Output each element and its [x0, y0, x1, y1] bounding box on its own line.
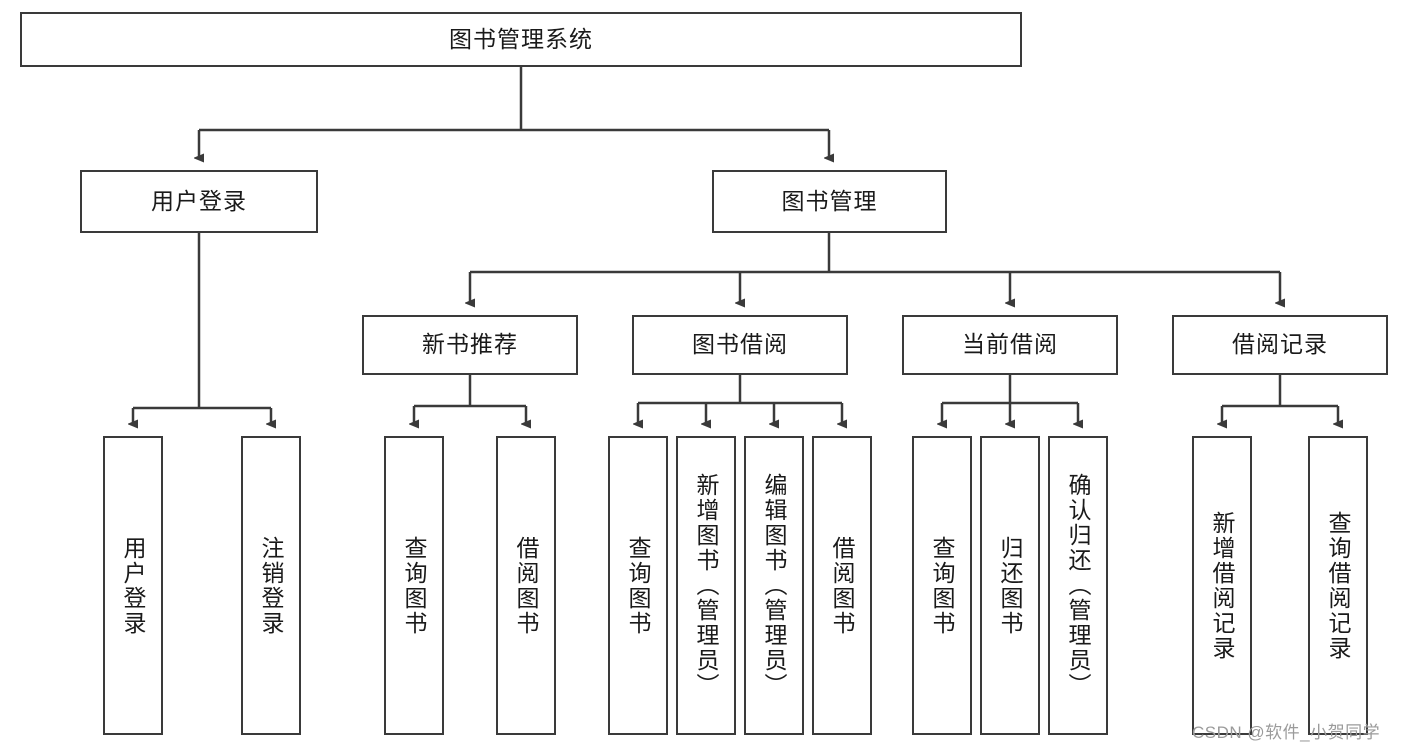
- node-label: 归还图书: [997, 535, 1023, 636]
- node-current-borrow[interactable]: 当前借阅: [902, 315, 1118, 375]
- leaf-book-borrow-edit-admin[interactable]: 编辑图书（管理员）: [744, 436, 804, 735]
- leaf-borrow-record-add[interactable]: 新增借阅记录: [1192, 436, 1252, 735]
- leaf-user-login-logout[interactable]: 注销登录: [241, 436, 301, 735]
- leaf-current-borrow-query[interactable]: 查询图书: [912, 436, 972, 735]
- node-label: 用户登录: [120, 535, 146, 636]
- node-new-book-recommend[interactable]: 新书推荐: [362, 315, 578, 375]
- leaf-user-login-login[interactable]: 用户登录: [103, 436, 163, 735]
- node-label: 注销登录: [258, 535, 284, 636]
- node-label: 查询借阅记录: [1325, 510, 1351, 661]
- node-root-book-management-system[interactable]: 图书管理系统: [20, 12, 1022, 67]
- node-label: 借阅记录: [1232, 331, 1328, 358]
- leaf-current-borrow-return[interactable]: 归还图书: [980, 436, 1040, 735]
- node-label: 新书推荐: [422, 331, 518, 358]
- node-label: 借阅图书: [829, 535, 855, 636]
- node-label: 图书借阅: [692, 331, 788, 358]
- leaf-borrow-record-query[interactable]: 查询借阅记录: [1308, 436, 1368, 735]
- node-user-login[interactable]: 用户登录: [80, 170, 318, 233]
- node-book-management[interactable]: 图书管理: [712, 170, 947, 233]
- leaf-book-borrow-query[interactable]: 查询图书: [608, 436, 668, 735]
- watermark-csdn: CSDN @软件_小贺同学: [1192, 723, 1381, 742]
- node-label: 图书管理系统: [449, 25, 593, 52]
- leaf-book-borrow-borrow[interactable]: 借阅图书: [812, 436, 872, 735]
- node-label: 查询图书: [929, 535, 955, 636]
- node-label: 确认归还（管理员）: [1065, 473, 1091, 698]
- node-label: 查询图书: [625, 535, 651, 636]
- node-label: 图书管理: [781, 187, 878, 214]
- leaf-current-borrow-confirm-return-admin[interactable]: 确认归还（管理员）: [1048, 436, 1108, 735]
- node-label: 查询图书: [401, 535, 427, 636]
- node-label: 新增图书（管理员）: [693, 473, 719, 698]
- leaf-book-borrow-add-admin[interactable]: 新增图书（管理员）: [676, 436, 736, 735]
- node-label: 新增借阅记录: [1209, 510, 1235, 661]
- leaf-new-book-query[interactable]: 查询图书: [384, 436, 444, 735]
- node-label: 用户登录: [151, 187, 247, 214]
- node-label: 借阅图书: [513, 535, 539, 636]
- leaf-new-book-borrow[interactable]: 借阅图书: [496, 436, 556, 735]
- node-borrow-record[interactable]: 借阅记录: [1172, 315, 1388, 375]
- node-label: 当前借阅: [962, 331, 1058, 358]
- node-book-borrow[interactable]: 图书借阅: [632, 315, 848, 375]
- node-label: 编辑图书（管理员）: [761, 473, 787, 698]
